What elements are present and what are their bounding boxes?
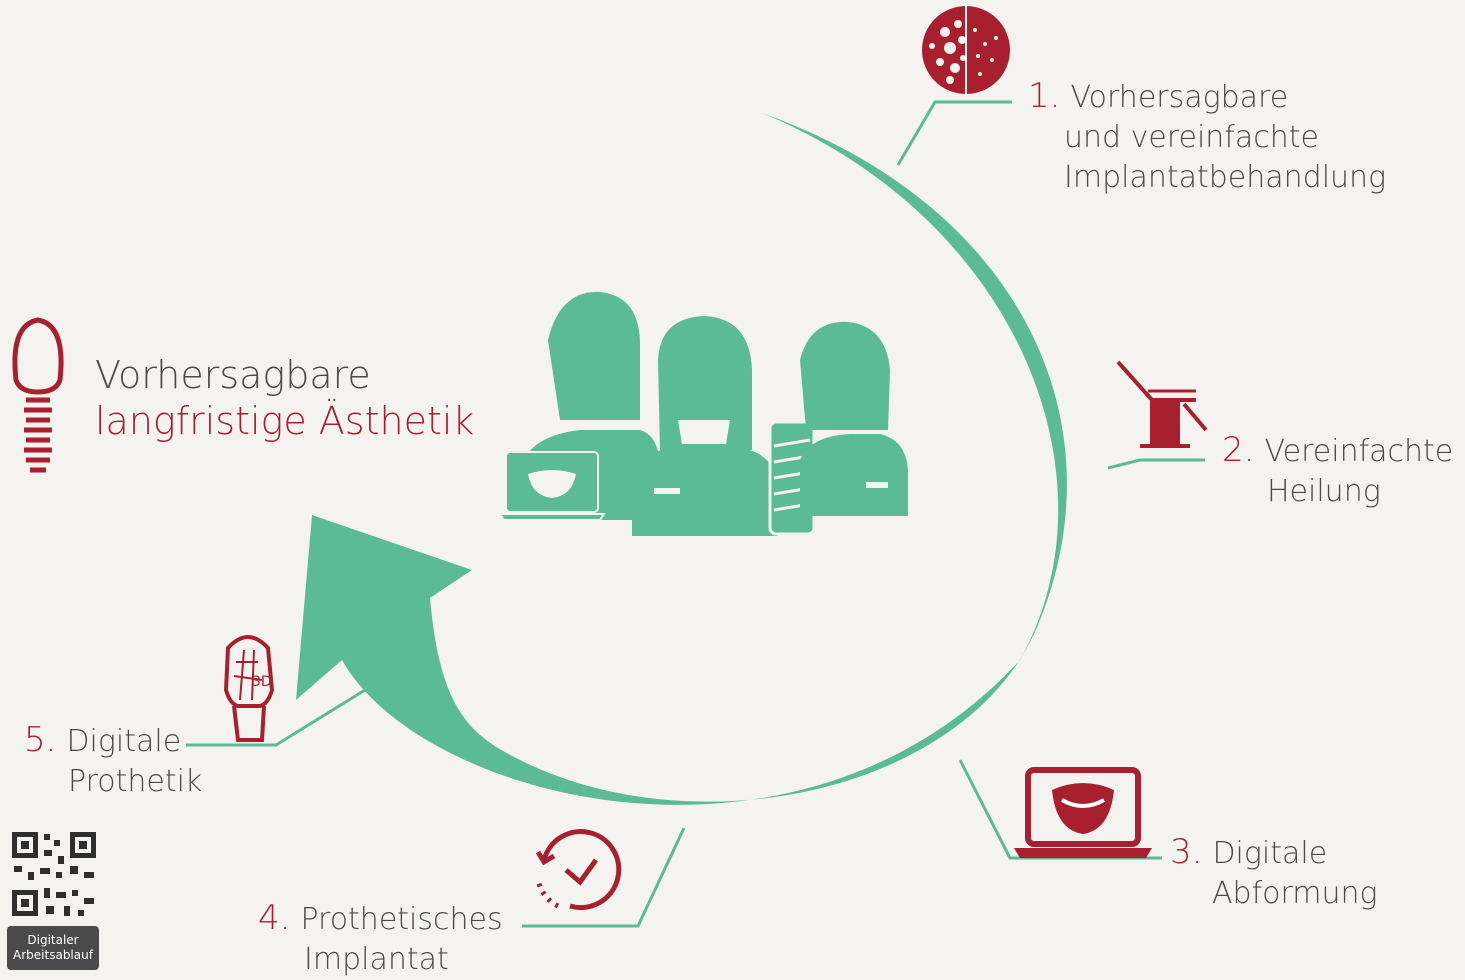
connector-step-4 <box>522 827 686 928</box>
step-5-label: 5. Digitale Prothetik <box>24 720 202 802</box>
headline-line-2: langfristige Ästhetik <box>95 399 475 443</box>
3d-badge: 3D <box>252 674 272 690</box>
3d-crown-icon <box>223 635 275 742</box>
step-1-number: 1. <box>1028 76 1061 116</box>
step-4-label: 4. Prothetisches Implantat <box>258 898 503 980</box>
headline: Vorhersagbare langfristige Ästhetik <box>95 352 474 444</box>
step-1-line-2: und vereinfachte <box>1064 120 1319 155</box>
connector-lines <box>186 100 1205 928</box>
step-3-line-2: Abformung <box>1212 876 1378 911</box>
step-1-line-3: Implantatbehandlung <box>1064 160 1387 195</box>
bone-structure-icon <box>922 6 1010 94</box>
step-1-line-1: Vorhersagbare <box>1070 80 1289 115</box>
headline-line-1: Vorhersagbare <box>95 353 371 397</box>
qr-label-line-2: Arbeitsablauf <box>13 948 93 962</box>
step-2-label: 2. Vereinfachte Heilung <box>1222 430 1453 512</box>
step-5-line-1: Digitale <box>66 724 182 759</box>
step-4-line-1: Prothetisches <box>300 902 503 937</box>
step-2-number: 2. <box>1222 430 1255 470</box>
connector-step-1 <box>896 100 1012 166</box>
connector-step-5 <box>186 688 366 747</box>
step-5-line-2: Prothetik <box>68 764 203 799</box>
clock-check-icon <box>535 829 622 911</box>
step-3-number: 3. <box>1170 832 1203 872</box>
step-3-label: 3. Digitale Abformung <box>1170 832 1378 914</box>
qr-label-badge[interactable]: Digitaler Arbeitsablauf <box>7 926 99 970</box>
step-2-line-1: Vereinfachte <box>1264 434 1454 469</box>
step-3-line-1: Digitale <box>1212 836 1328 871</box>
qr-label-line-1: Digitaler <box>27 933 79 947</box>
step-2-line-2: Heilung <box>1267 474 1381 509</box>
step-4-number: 4. <box>258 898 291 938</box>
qr-code[interactable] <box>12 832 96 916</box>
step-1-label: 1. Vorhersagbare und vereinfachte Implant… <box>1028 76 1386 198</box>
team-illustration <box>498 291 908 536</box>
implant-icon <box>12 317 64 473</box>
dental-chair-icon <box>1116 360 1208 448</box>
step-5-number: 5. <box>24 720 57 760</box>
connector-step-2 <box>1107 458 1205 470</box>
laptop-dentures-icon <box>1014 767 1152 858</box>
step-4-line-2: Implantat <box>304 942 449 977</box>
